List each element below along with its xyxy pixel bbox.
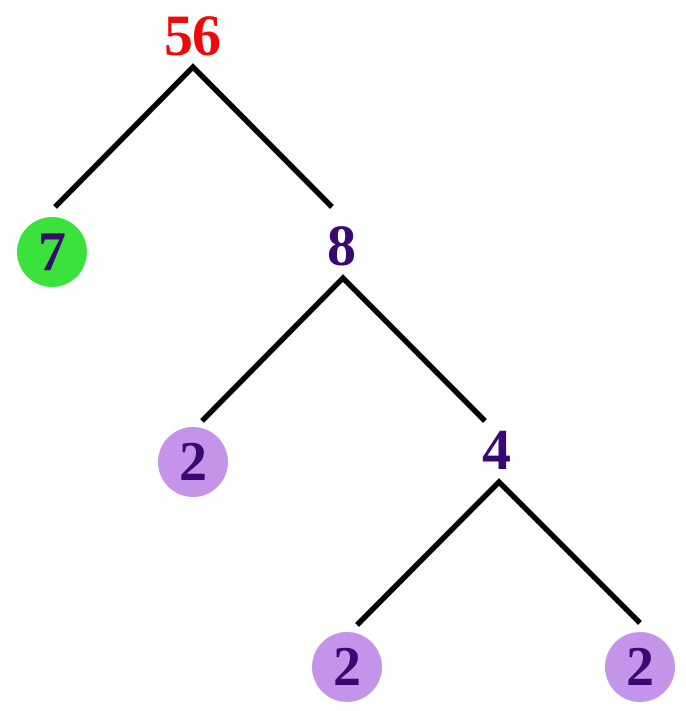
composite-node-8: 8 xyxy=(327,213,356,278)
root-node-56: 56 xyxy=(164,3,221,68)
composite-node-4: 4 xyxy=(482,417,511,482)
branch-8-to-2-and-4 xyxy=(200,274,487,423)
prime-node-2-middle: 2 xyxy=(312,632,382,702)
branch-56-to-7-and-8 xyxy=(53,63,334,209)
prime-node-2-left: 2 xyxy=(158,427,228,497)
prime-node-7: 7 xyxy=(17,217,87,287)
prime-node-2-right: 2 xyxy=(605,632,675,702)
branch-4-to-2-and-2 xyxy=(355,478,642,627)
